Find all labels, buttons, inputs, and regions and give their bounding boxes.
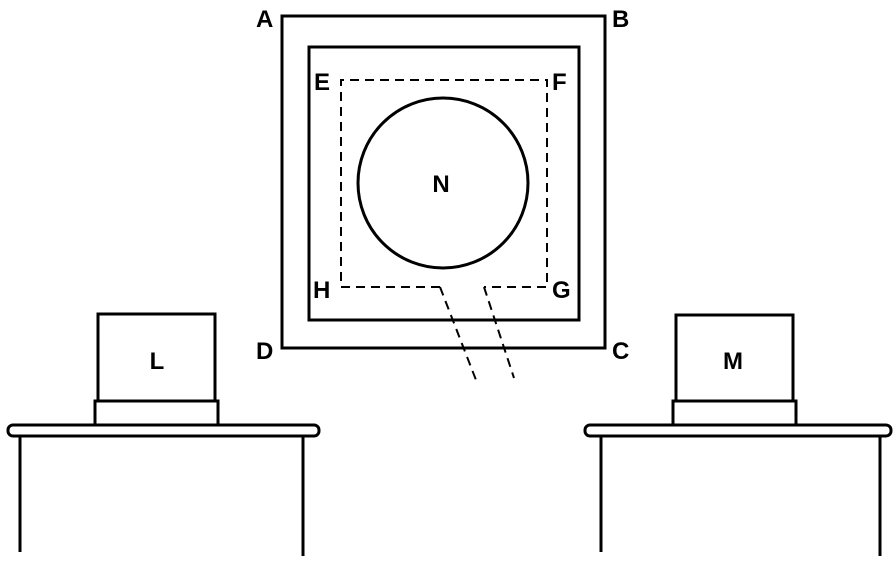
right-table xyxy=(583,423,893,556)
left-box-base xyxy=(93,399,220,427)
label-corner-g: G xyxy=(552,277,571,304)
label-box-l: L xyxy=(150,348,165,375)
dashed-lead-left xyxy=(439,286,477,381)
left-table xyxy=(6,423,321,556)
label-box-m: M xyxy=(723,348,743,375)
left-table-top xyxy=(6,423,321,438)
label-corner-b: B xyxy=(612,6,629,33)
inner-frame xyxy=(307,45,581,322)
label-corner-a: A xyxy=(256,6,273,33)
dashed-loop-efgh xyxy=(340,79,548,288)
right-table-top xyxy=(583,423,893,438)
label-corner-f: F xyxy=(552,69,567,96)
label-corner-e: E xyxy=(314,69,330,96)
label-core-n: N xyxy=(432,171,449,198)
dashed-lead-right xyxy=(483,286,515,379)
label-corner-d: D xyxy=(256,338,273,365)
label-corner-c: C xyxy=(612,338,629,365)
left-box-l xyxy=(93,312,220,427)
left-box-body xyxy=(96,312,217,403)
outer-frame-abcd xyxy=(280,14,607,350)
right-box-base xyxy=(671,399,798,427)
right-box-m xyxy=(671,313,798,427)
label-corner-h: H xyxy=(313,277,330,304)
right-box-body xyxy=(674,313,795,403)
core-circle-n xyxy=(356,96,530,270)
